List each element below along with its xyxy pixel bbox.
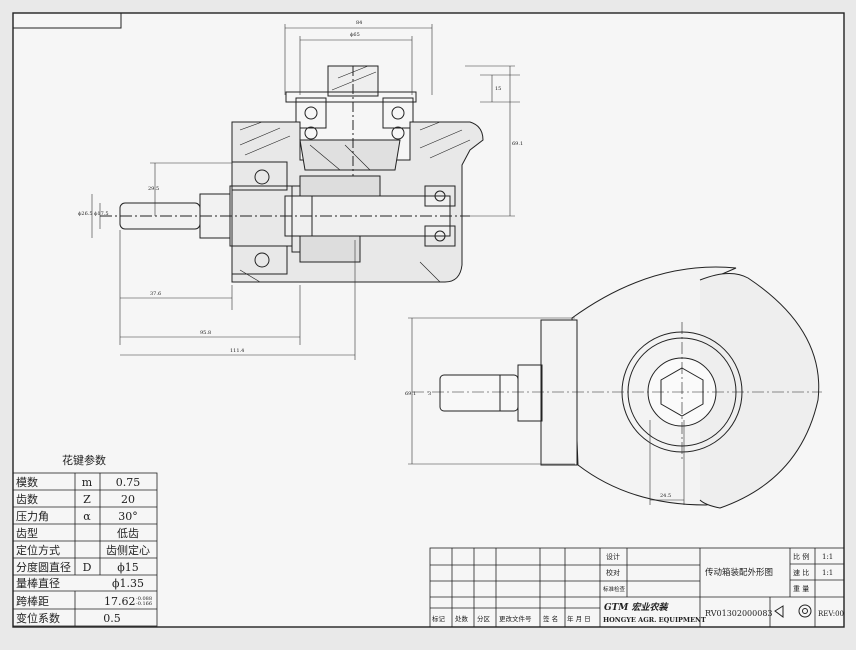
spline-param-value: 17.62 (104, 595, 136, 608)
spline-param-name: 模数 (16, 476, 38, 489)
tb-drawing-number: RV01302000083 (705, 609, 773, 618)
spline-param-value: 30° (118, 510, 138, 523)
dim-top-outer: 84 (356, 20, 362, 26)
dim-side-bottom: 24.5 (660, 493, 671, 499)
tb-ratio-label: 速 比 (793, 568, 809, 577)
spline-param-name: 跨棒距 (16, 594, 49, 608)
tb-col-date: 年 月 日 (567, 614, 591, 623)
corner-tab (12, 12, 122, 29)
side-dimensions (408, 317, 685, 505)
dim-side-vertical: 69.1 (405, 391, 416, 397)
tb-revision: REV:00 (818, 610, 844, 618)
spline-param-value: 0.5 (103, 612, 121, 625)
tb-standard-label: 标准检查 (603, 585, 626, 593)
tb-col-count: 处数 (455, 614, 469, 623)
dim-shaft-dia-b: ϕ17.5 (94, 211, 109, 217)
spline-param-symbol: m (82, 476, 93, 489)
spline-param-name: 定位方式 (16, 543, 60, 557)
tb-drawing-name: 传动箱装配外形图 (705, 567, 773, 578)
dim-horiz-1: 37.6 (150, 291, 161, 297)
projection-symbol-icon (774, 604, 812, 618)
tb-weight-label: 重 量 (793, 585, 809, 593)
spline-table-title: 花键参数 (62, 453, 106, 467)
spline-param-name: 分度圆直径 (16, 560, 71, 574)
spline-param-name: 量棒直径 (16, 576, 60, 590)
section-dimensions (91, 24, 520, 360)
tb-col-change: 更改文件号 (499, 614, 532, 623)
spline-param-value: 低齿 (117, 527, 139, 540)
spline-param-value: 20 (121, 493, 135, 506)
dim-horiz-2: 95.8 (200, 330, 211, 336)
spline-param-value: ϕ15 (117, 561, 139, 574)
tb-company: HONGYE AGR. EQUIPMENT (603, 616, 706, 624)
tb-checker-label: 校对 (606, 568, 620, 577)
tb-col-mark: 标记 (432, 614, 446, 623)
company-logo: GTM 宏业农装 (604, 602, 669, 613)
spline-param-symbol: D (83, 561, 92, 574)
tb-col-sign: 签 名 (543, 614, 558, 623)
dim-shaft-dia-a: ϕ26.5 (78, 211, 93, 217)
spline-table (12, 472, 158, 627)
dim-side-mark: 3 (428, 391, 431, 397)
spline-param-name: 压力角 (16, 510, 49, 523)
tb-col-zone: 分区 (477, 614, 491, 623)
tb-ratio-value: 1:1 (822, 569, 833, 577)
dim-right-long: 69.1 (512, 141, 523, 147)
tb-scale-value: 1:1 (822, 553, 833, 561)
tb-scale-label: 比 例 (793, 552, 809, 561)
spline-param-symbol: α (83, 510, 91, 523)
spline-param-value: 齿侧定心 (106, 543, 150, 557)
section-view (100, 65, 484, 283)
spline-param-symbol: Z (83, 493, 91, 506)
dim-top-inner: ϕ65 (350, 32, 360, 38)
spline-param-name: 变位系数 (16, 611, 60, 625)
dim-shaft-offset: 29.5 (148, 186, 159, 192)
tb-designer-label: 设计 (606, 552, 620, 561)
side-view (412, 266, 822, 509)
title-block (429, 547, 845, 628)
spline-param-tol-lower: -0.166 (136, 601, 152, 607)
spline-param-name: 齿型 (16, 526, 38, 540)
spline-param-tol-upper: -0.088 (136, 596, 152, 602)
spline-param-name: 齿数 (16, 493, 38, 506)
dim-right-top: 15 (495, 86, 501, 92)
dim-horiz-3: 111.4 (230, 348, 244, 354)
spline-param-value: ϕ1.35 (112, 577, 144, 590)
spline-param-value: 0.75 (116, 476, 141, 489)
